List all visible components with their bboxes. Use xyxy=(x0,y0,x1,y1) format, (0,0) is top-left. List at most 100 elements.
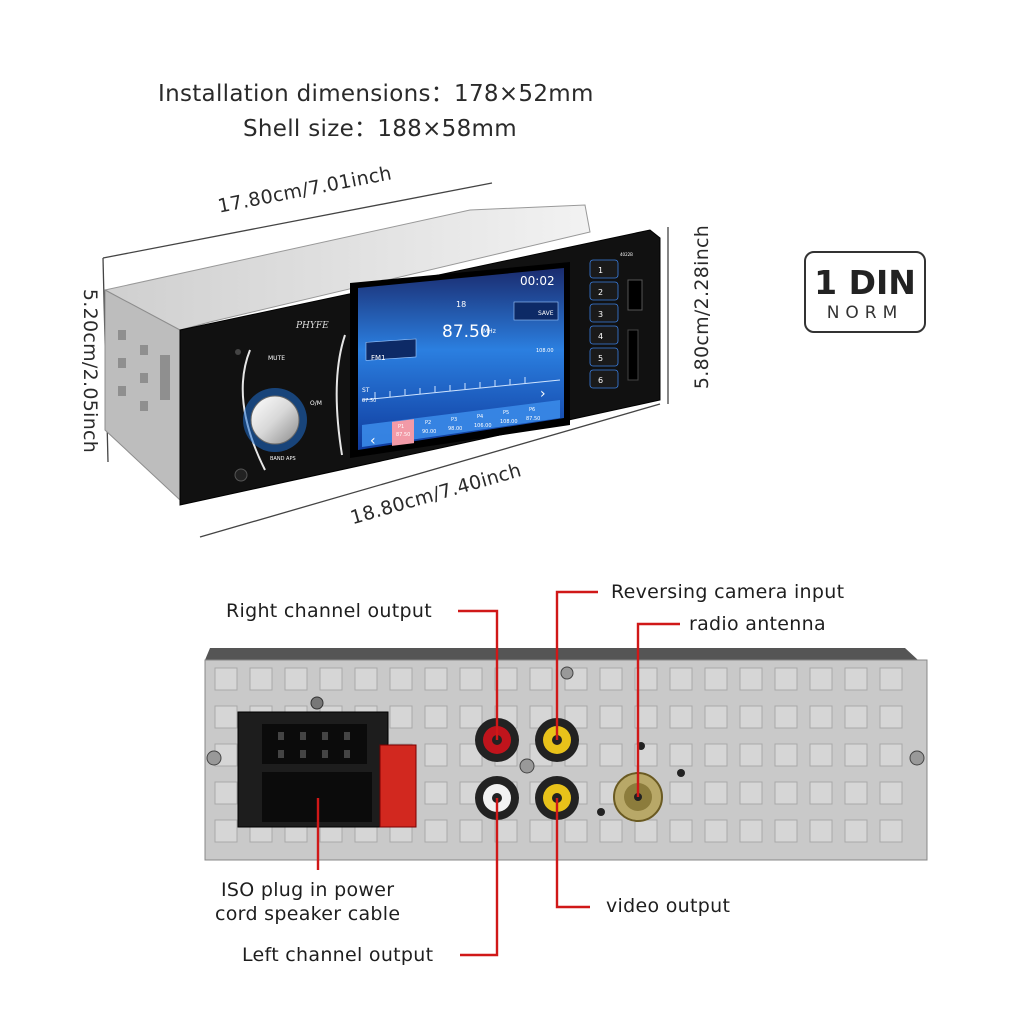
usb-slot xyxy=(627,279,643,311)
panel-emboss-square xyxy=(809,705,833,729)
preset-label: P1 xyxy=(398,424,404,430)
band-box xyxy=(365,338,417,361)
panel-emboss-square xyxy=(704,819,728,843)
preset-label: P3 xyxy=(451,417,457,423)
top-dimension-line xyxy=(102,182,493,259)
panel-emboss-square xyxy=(424,705,448,729)
panel-emboss-square xyxy=(529,667,553,691)
callout-iso-plug-label-2: cord speaker cable xyxy=(215,903,401,925)
aux-jack xyxy=(234,468,248,482)
right-number-buttons: 1 2 3 4 5 6 4022B xyxy=(589,252,643,389)
panel-emboss-square xyxy=(844,667,868,691)
panel-emboss-square xyxy=(459,705,483,729)
panel-emboss-square xyxy=(249,667,273,691)
rca-jacks xyxy=(475,718,685,822)
panel-emboss-square xyxy=(809,743,833,767)
din-badge-main: 1 DIN xyxy=(814,263,916,302)
installation-dimensions-text: Installation dimensions：178×52mm xyxy=(158,81,594,107)
callout-reversing-camera-label: Reversing camera input xyxy=(611,581,845,603)
panel-emboss-square xyxy=(634,819,658,843)
button-2-label: 2 xyxy=(598,288,603,297)
panel-emboss-square xyxy=(389,667,413,691)
panel-emboss-square xyxy=(704,705,728,729)
panel-emboss-square xyxy=(599,667,623,691)
panel-emboss-square xyxy=(669,819,693,843)
callout-camera xyxy=(555,590,598,740)
screw xyxy=(560,666,574,680)
panel-emboss-square xyxy=(214,667,238,691)
panel-emboss-square xyxy=(739,667,763,691)
screen-time: 00:02 xyxy=(520,274,555,288)
screen-scale-start: 87.50 xyxy=(362,398,376,404)
panel-emboss-square xyxy=(319,667,343,691)
volume-knob xyxy=(250,395,300,445)
number-button xyxy=(589,281,619,301)
screen-save: SAVE xyxy=(538,310,554,317)
panel-emboss-square xyxy=(879,667,903,691)
panel-emboss-square xyxy=(879,743,903,767)
screen-st: ST xyxy=(362,387,370,394)
band-aps-label: BAND APS xyxy=(270,456,296,462)
preset-label: P5 xyxy=(503,410,509,416)
shell-size-text: Shell size：188×58mm xyxy=(243,116,517,142)
left-controls: MUTE O/M BAND APS xyxy=(234,334,346,482)
panel-emboss-square xyxy=(284,667,308,691)
panel-emboss-square xyxy=(424,667,448,691)
panel-emboss-square xyxy=(809,667,833,691)
callout-radio-antenna-label: radio antenna xyxy=(689,613,826,635)
panel-emboss-square xyxy=(669,667,693,691)
callout-right-channel-label: Right channel output xyxy=(226,600,432,622)
panel-emboss-square xyxy=(774,819,798,843)
preset-label: P6 xyxy=(529,407,535,413)
panel-emboss-square xyxy=(459,819,483,843)
panel-emboss-square xyxy=(809,781,833,805)
panel-curve-left xyxy=(241,349,266,471)
save-box xyxy=(513,301,559,321)
preset-value: 106.00 xyxy=(474,423,492,429)
sd-slot xyxy=(627,329,639,381)
screen-volume: 18 xyxy=(456,300,466,309)
panel-emboss-square xyxy=(424,819,448,843)
panel-emboss-square xyxy=(459,667,483,691)
preset-label: P4 xyxy=(477,414,483,420)
screen xyxy=(358,268,564,450)
panel-emboss-square xyxy=(774,743,798,767)
mute-label: MUTE xyxy=(268,355,285,362)
bottom-dimension-line xyxy=(199,403,661,538)
callout-iso-plug-label-1: ISO plug in power xyxy=(221,879,395,901)
panel-emboss-square xyxy=(739,781,763,805)
callout-antenna xyxy=(636,622,680,797)
button-6-label: 6 xyxy=(598,376,603,385)
panel-emboss-square xyxy=(739,743,763,767)
screen-unit: MHz xyxy=(483,328,496,335)
model-label: 4022B xyxy=(620,252,633,257)
din-badge-sub: NORM xyxy=(826,303,904,323)
chassis-slots xyxy=(118,330,170,411)
panel-emboss-square xyxy=(424,781,448,805)
panel-emboss-square xyxy=(564,705,588,729)
panel-emboss-square xyxy=(879,705,903,729)
callout-right-channel xyxy=(458,609,499,740)
selected-preset xyxy=(392,419,414,446)
panel-emboss-square xyxy=(634,667,658,691)
panel-emboss-square xyxy=(704,667,728,691)
button-1-label: 1 xyxy=(598,266,603,275)
preset-value: 87.50 xyxy=(396,432,410,438)
panel-emboss-square xyxy=(389,705,413,729)
din-norm-badge: 1 DIN NORM xyxy=(804,251,926,333)
panel-emboss-square xyxy=(739,705,763,729)
panel-curve-right xyxy=(335,334,346,456)
panel-emboss-square xyxy=(214,705,238,729)
panel-emboss-square xyxy=(564,819,588,843)
button-4-label: 4 xyxy=(598,332,603,341)
screen-next-arrow: › xyxy=(540,386,546,402)
panel-emboss-square xyxy=(669,781,693,805)
panel-emboss-square xyxy=(774,781,798,805)
screen-prev-arrow: ‹ xyxy=(370,433,376,449)
panel-emboss-square xyxy=(424,743,448,767)
panel-emboss-square xyxy=(354,667,378,691)
callout-lines xyxy=(316,590,680,957)
panel-emboss-square xyxy=(669,743,693,767)
